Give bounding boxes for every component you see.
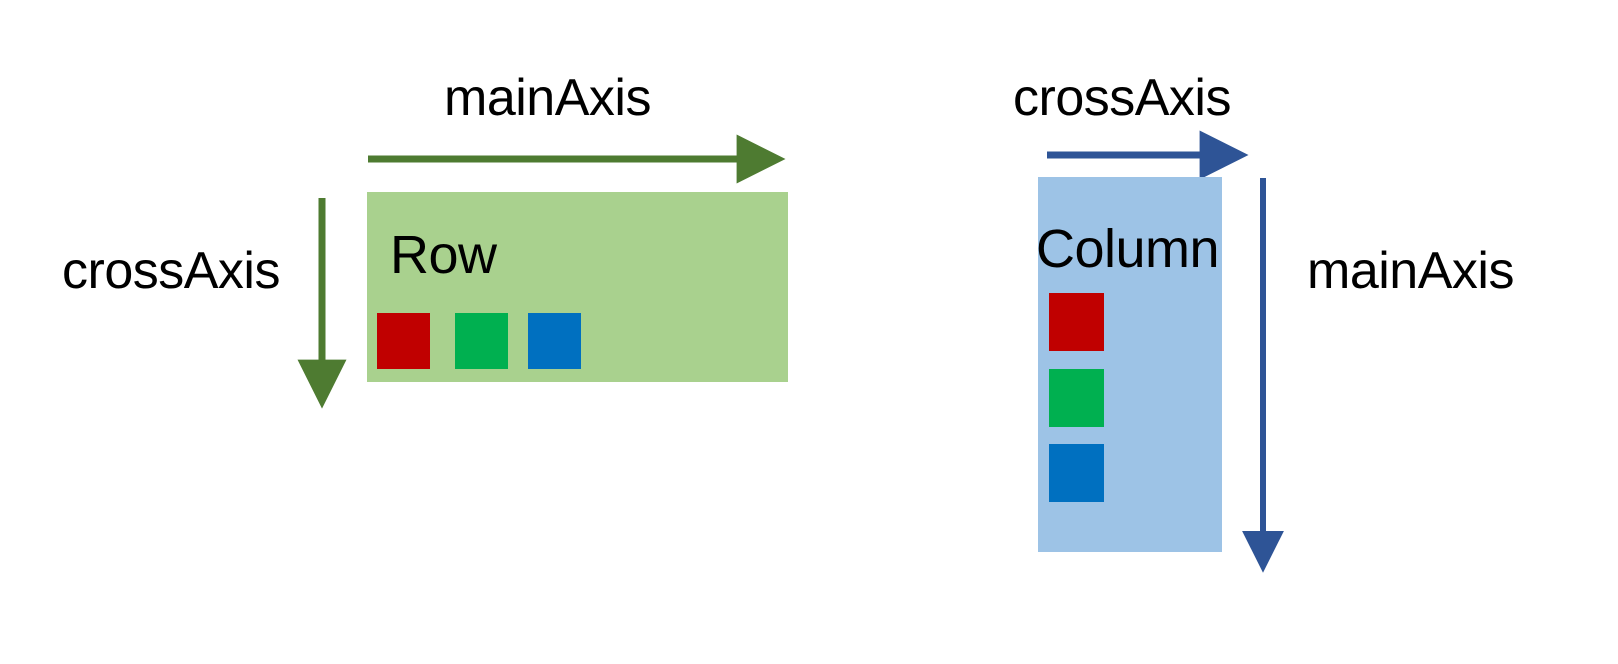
row-container: Row [367,192,788,382]
column-cross-axis-arrow-icon [1047,130,1249,180]
column-child-blue-swatch [1049,444,1104,502]
column-child-green-swatch [1049,369,1104,427]
column-child-red-swatch [1049,293,1104,351]
column-cross-axis-label: crossAxis [1013,69,1231,127]
row-cross-axis-label: crossAxis [62,242,280,300]
column-container-label: Column [1036,219,1220,279]
row-main-axis-arrow-icon [368,134,786,184]
row-child-blue-swatch [528,313,581,369]
row-main-axis-label: mainAxis [444,69,651,127]
column-container: Column [1036,177,1222,552]
column-main-axis-label: mainAxis [1307,242,1514,300]
row-cross-axis-arrow-icon [297,198,347,409]
row-container-label: Row [390,225,497,285]
column-main-axis-arrow-icon [1242,178,1284,573]
row-child-red-swatch [377,313,430,369]
row-child-green-swatch [455,313,508,369]
